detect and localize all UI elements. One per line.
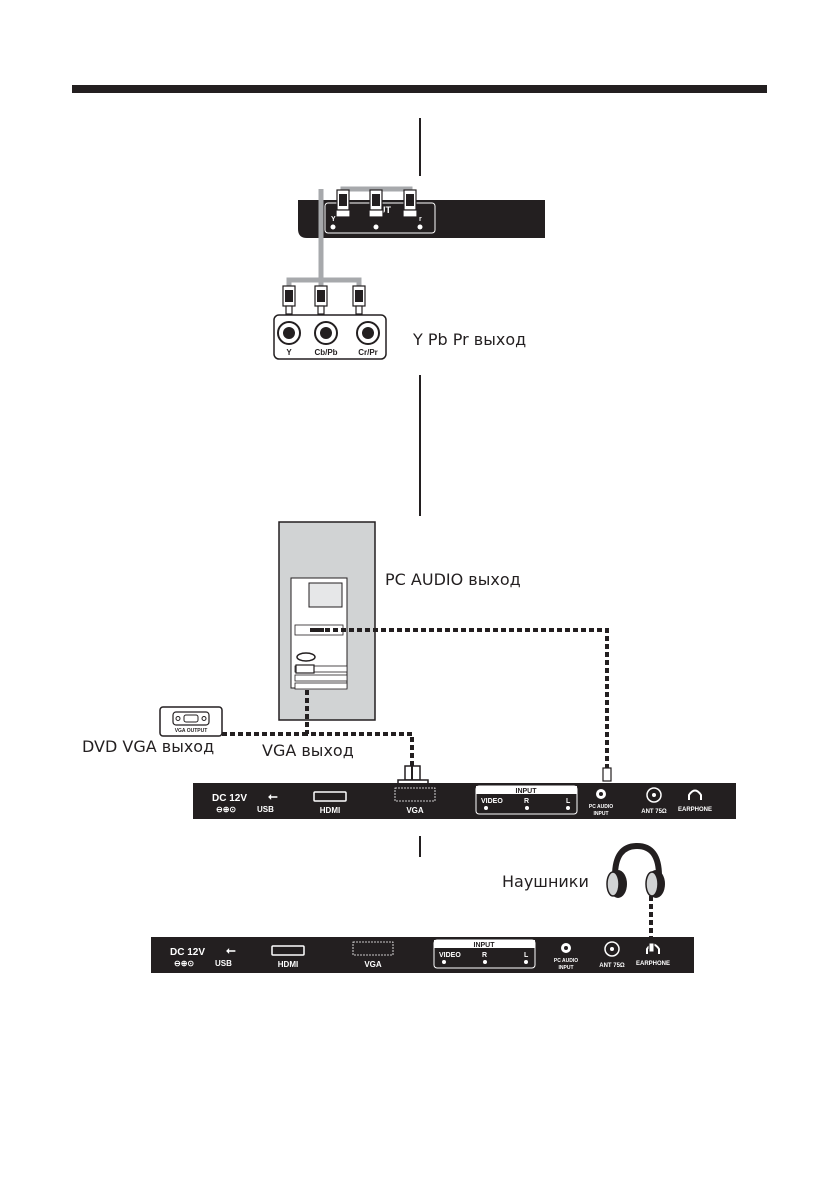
dvd-panel-r-label: r (419, 216, 422, 223)
tv2-input-label: INPUT (474, 942, 496, 949)
tv1-r-label: R (524, 798, 529, 805)
jack-label-cb-pb: Cb/Pb (314, 348, 337, 357)
tv2-usb-label: USB (215, 959, 232, 968)
headphones-label: Наушники (502, 872, 589, 891)
dvd-panel-y-label: Y (331, 216, 336, 223)
vga-output-device: VGA OUTPUT (159, 706, 223, 737)
tv2-r-label: R (482, 952, 487, 959)
tv1-pc-audio-label: PC AUDIO (589, 804, 613, 810)
component-jack-panel: Y Cb/Pb Cr/Pr (273, 314, 387, 360)
lower-rca-plugs (282, 285, 366, 315)
jack-label-cr-pr: Cr/Pr (358, 348, 378, 357)
dotted-cables (222, 628, 653, 944)
tv-panel-1: DC 12V ⊖⊕⊙ ⭠ USB HDMI VGA INPUT VIDEO R … (193, 783, 736, 819)
header-rule (72, 85, 767, 93)
tv2-ant-label: ANT 75Ω (599, 963, 625, 969)
usb-icon: ⭠ (268, 789, 278, 803)
dvd-panel-out-title: UT (379, 205, 391, 215)
headphones-icon (606, 842, 665, 898)
jack-label-y: Y (286, 348, 292, 357)
upper-rca-plugs (335, 189, 418, 218)
tv2-earphone-label: EARPHONE (636, 961, 670, 967)
vga-output-label: VGA выход (262, 741, 354, 760)
pc-audio-plug (602, 767, 612, 782)
tv1-usb-label: USB (257, 805, 274, 814)
dvd-component-panel: UT Y r (298, 200, 545, 238)
tv1-earphone-label: EARPHONE (678, 807, 712, 813)
dvd-vga-output-label: DVD VGA выход (82, 737, 214, 756)
tv1-input-label: INPUT (516, 788, 538, 795)
tv1-ant-label: ANT 75Ω (641, 809, 667, 815)
tv2-pc-audio-label: PC AUDIO (554, 958, 578, 964)
tv2-pc-audio-input-label: INPUT (559, 965, 574, 971)
tv2-hdmi-label: HDMI (278, 960, 298, 969)
tv-panel-2: DC 12V ⊖⊕⊙ ⭠ USB HDMI VGA INPUT VIDEO R … (151, 937, 694, 973)
usb-icon-2: ⭠ (226, 943, 236, 957)
tv2-vga-label: VGA (364, 960, 382, 969)
pc-tower (278, 521, 376, 721)
tv1-vga-label: VGA (406, 806, 424, 815)
tv2-l-label: L (524, 952, 529, 959)
svg-text:⊖⊕⊙: ⊖⊕⊙ (216, 805, 236, 814)
ypbpr-output-label: Y Pb Pr выход (412, 330, 526, 349)
tv2-dc-label: DC 12V (170, 947, 205, 958)
tv1-hdmi-label: HDMI (320, 806, 340, 815)
svg-text:⊖⊕⊙: ⊖⊕⊙ (174, 959, 194, 968)
tv1-video-label: VIDEO (481, 798, 503, 805)
tv2-video-label: VIDEO (439, 952, 461, 959)
vga-output-box-label: VGA OUTPUT (175, 728, 208, 734)
tv1-dc-label: DC 12V (212, 793, 247, 804)
tv1-pc-audio-input-label: INPUT (594, 811, 609, 817)
pc-audio-output-label: PC AUDIO выход (385, 570, 521, 589)
tv1-l-label: L (566, 798, 571, 805)
